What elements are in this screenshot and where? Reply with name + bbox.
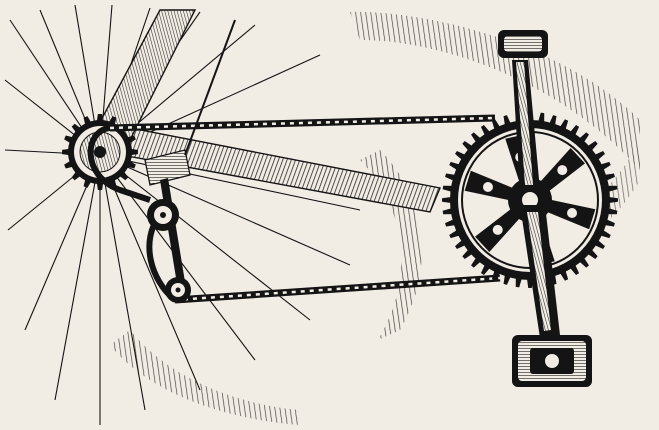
rear-derailleur [144,19,236,303]
rear-sprocket [62,114,138,190]
chain [87,114,501,304]
crank-arm [520,205,560,338]
upper-crank-arm [498,30,548,190]
pedal [512,335,592,387]
